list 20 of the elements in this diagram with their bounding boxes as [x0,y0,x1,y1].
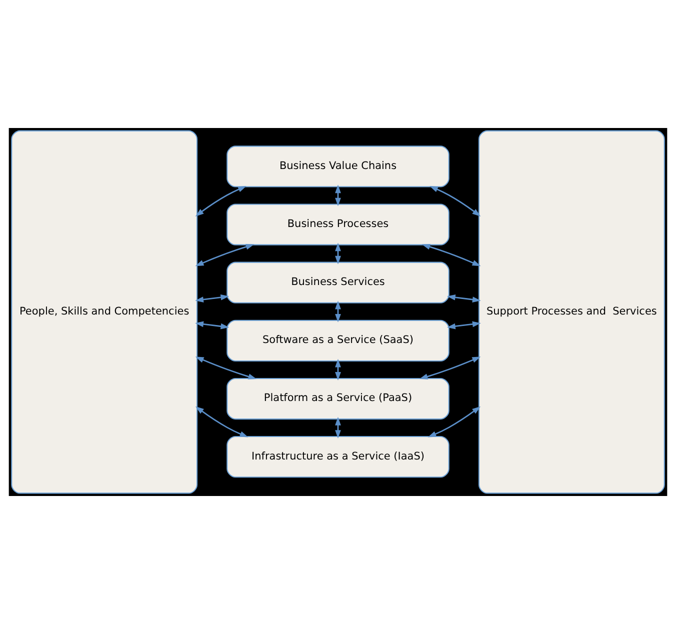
arrow [195,243,254,266]
arrow [446,320,481,329]
arrow [430,186,481,216]
node-box: Platform as a Service (PaaS) [226,377,450,420]
arrow [446,294,481,302]
arrow [195,294,230,302]
node-box: Business Services [226,261,450,303]
node-box: Support Processes and Services [478,130,665,494]
arrow [428,406,481,437]
node-box: Software as a Service (SaaS) [226,319,450,361]
node-box: Infrastructure as a Service (IaaS) [226,436,450,478]
arrow [195,406,248,437]
arrow [422,243,481,266]
arrow [195,186,246,216]
node-box: People, Skills and Competencies [11,130,198,494]
arrow [195,356,257,379]
arrow [195,320,230,329]
node-box: Business Value Chains [226,145,450,187]
node-box: Business Processes [226,203,450,245]
arrow [419,356,481,379]
